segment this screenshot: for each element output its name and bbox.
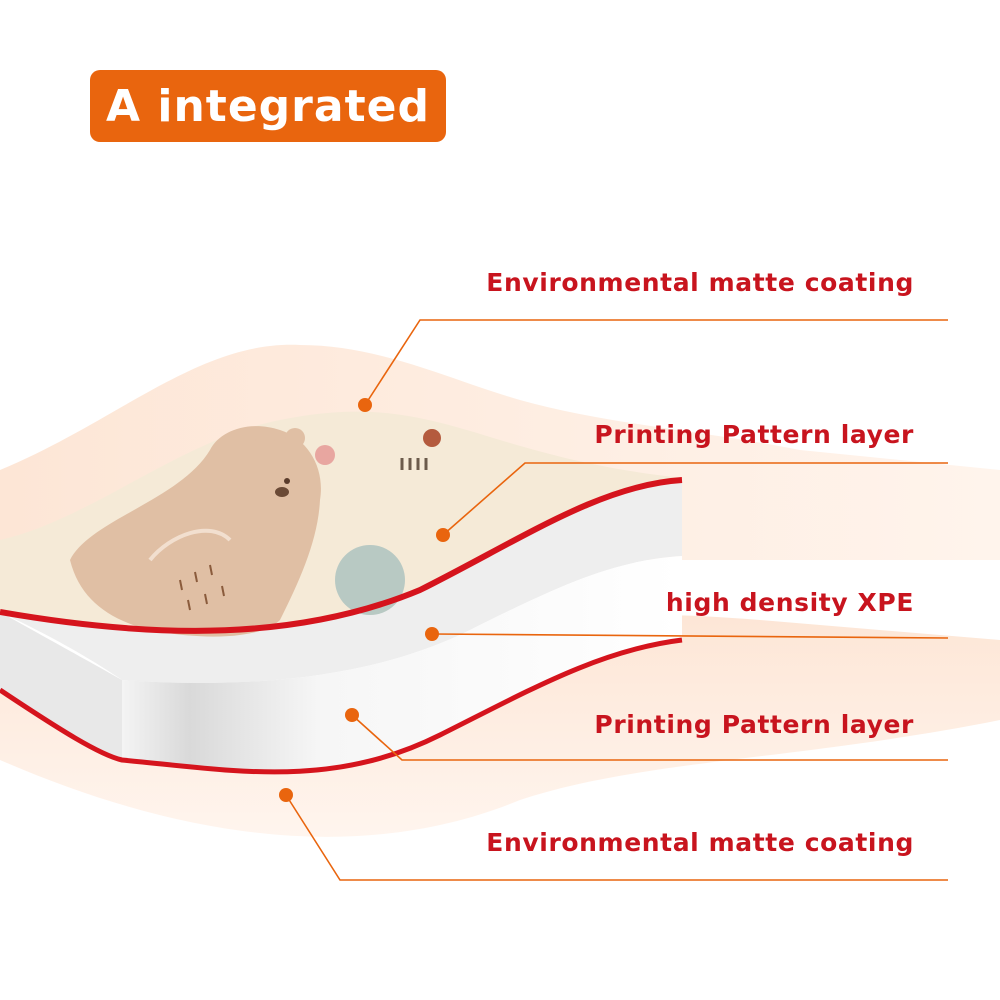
label-high-density-xpe: high density XPE <box>665 588 914 617</box>
title-badge: A integrated <box>90 70 446 142</box>
bear-illustration <box>70 426 321 637</box>
leader-line-4 <box>285 794 948 881</box>
leader-line-2 <box>431 633 949 639</box>
round-tree-illustration <box>335 545 405 615</box>
leader-line-1 <box>442 462 948 536</box>
top-print-edge <box>0 477 683 634</box>
label-top-matte-coating: Environmental matte coating <box>486 268 914 297</box>
leaf-sprig-illustration <box>400 458 428 470</box>
mushroom-illustration <box>423 429 441 447</box>
label-bottom-printing-pattern: Printing Pattern layer <box>594 710 914 739</box>
leader-line-3 <box>351 714 948 761</box>
leader-line-0 <box>364 319 948 406</box>
leader-dot-3 <box>345 708 359 722</box>
xpe-foam-front-face <box>122 556 682 772</box>
leader-dot-1 <box>436 528 450 542</box>
xpe-foam-left-face <box>0 612 122 760</box>
leader-dot-2 <box>425 627 439 641</box>
pink-flower-illustration <box>315 445 335 465</box>
label-bottom-matte-coating: Environmental matte coating <box>486 828 914 857</box>
label-top-printing-pattern: Printing Pattern layer <box>594 420 914 449</box>
title-badge-text: A integrated <box>106 80 430 132</box>
leader-dot-4 <box>279 788 293 802</box>
leader-dot-0 <box>358 398 372 412</box>
bottom-print-edge <box>0 637 683 775</box>
bottom-matte-coating <box>0 615 1000 837</box>
